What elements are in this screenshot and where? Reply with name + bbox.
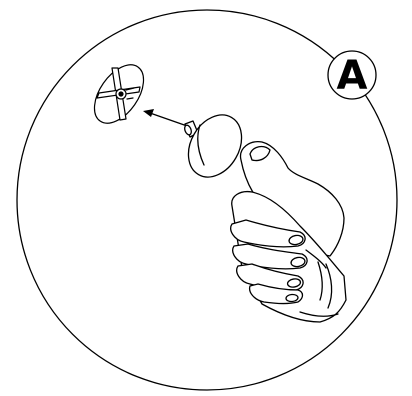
cutting-blade-icon [85, 56, 154, 132]
assembly-arrow-icon [143, 109, 190, 127]
hand-icon [231, 142, 346, 322]
step-badge: A [328, 51, 376, 99]
step-badge-label: A [337, 53, 368, 99]
disc-plate-icon [178, 105, 253, 186]
